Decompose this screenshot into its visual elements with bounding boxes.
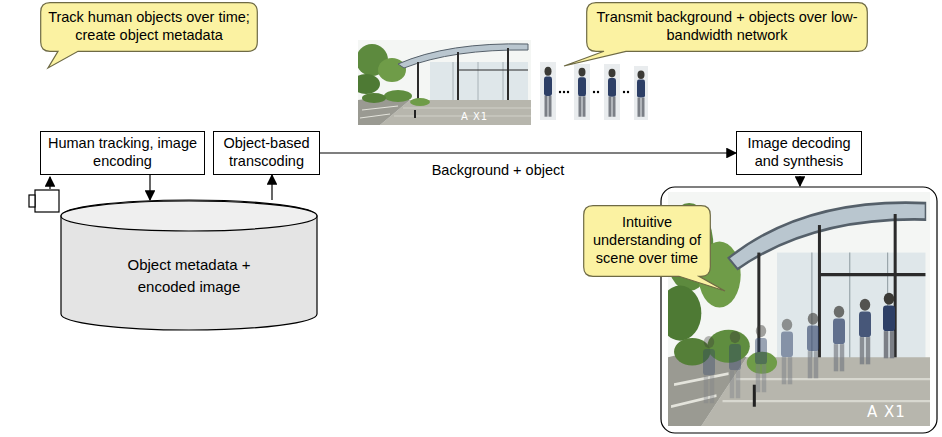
cylinder-body	[61, 200, 317, 330]
callout-bubble: Transmit background + objects over low-b…	[586, 2, 868, 52]
node-text: Human tracking, image encoding	[47, 135, 198, 170]
ellipsis-dots	[559, 91, 629, 93]
storage-cylinder: Object metadata + encoded image	[60, 200, 318, 330]
flow-arrow	[320, 152, 736, 153]
node-text: Intuitive understanding of scene over ti…	[591, 214, 703, 267]
flow-arrow	[149, 175, 150, 200]
callout-shape	[584, 206, 725, 291]
object-figure	[608, 69, 616, 117]
output-arrow	[799, 176, 800, 186]
object-crop	[604, 64, 620, 120]
background-photo	[352, 40, 531, 125]
ghost-figures	[703, 293, 895, 403]
object-crop	[540, 62, 556, 120]
node-text: Image decoding and synthesis	[743, 135, 855, 170]
object-figure	[544, 67, 552, 117]
callout-bubble: Intuitive understanding of scene over ti…	[583, 205, 711, 277]
object-crop	[574, 64, 590, 120]
callout-shape	[41, 3, 258, 68]
camera-watermark: A X1	[867, 403, 906, 421]
node-text: Track human objects over time; create ob…	[48, 9, 250, 44]
object-strip	[540, 62, 648, 120]
callout-bubble: Track human objects over time; create ob…	[40, 2, 258, 52]
object-crop	[634, 66, 648, 120]
camera-body	[35, 190, 59, 212]
node-text: Object-based transcoding	[220, 135, 313, 170]
object-figure	[578, 68, 586, 117]
node-text: Transmit background + objects over low-b…	[594, 9, 860, 44]
camera-watermark: A X1	[461, 111, 488, 122]
cylinder-top	[61, 201, 317, 231]
edge-label: Background + object	[429, 162, 568, 179]
process-box: Image decoding and synthesis	[736, 131, 862, 175]
callout-shape	[564, 3, 867, 66]
node-text: Object metadata + encoded image	[127, 254, 252, 299]
camera-arrow	[49, 177, 50, 189]
object-figure	[637, 71, 645, 117]
process-box: Object-based transcoding	[213, 131, 320, 175]
camera-icon	[29, 190, 59, 212]
process-box: Human tracking, image encoding	[40, 131, 205, 175]
camera-lens	[29, 195, 35, 207]
flow-arrow	[271, 175, 272, 200]
